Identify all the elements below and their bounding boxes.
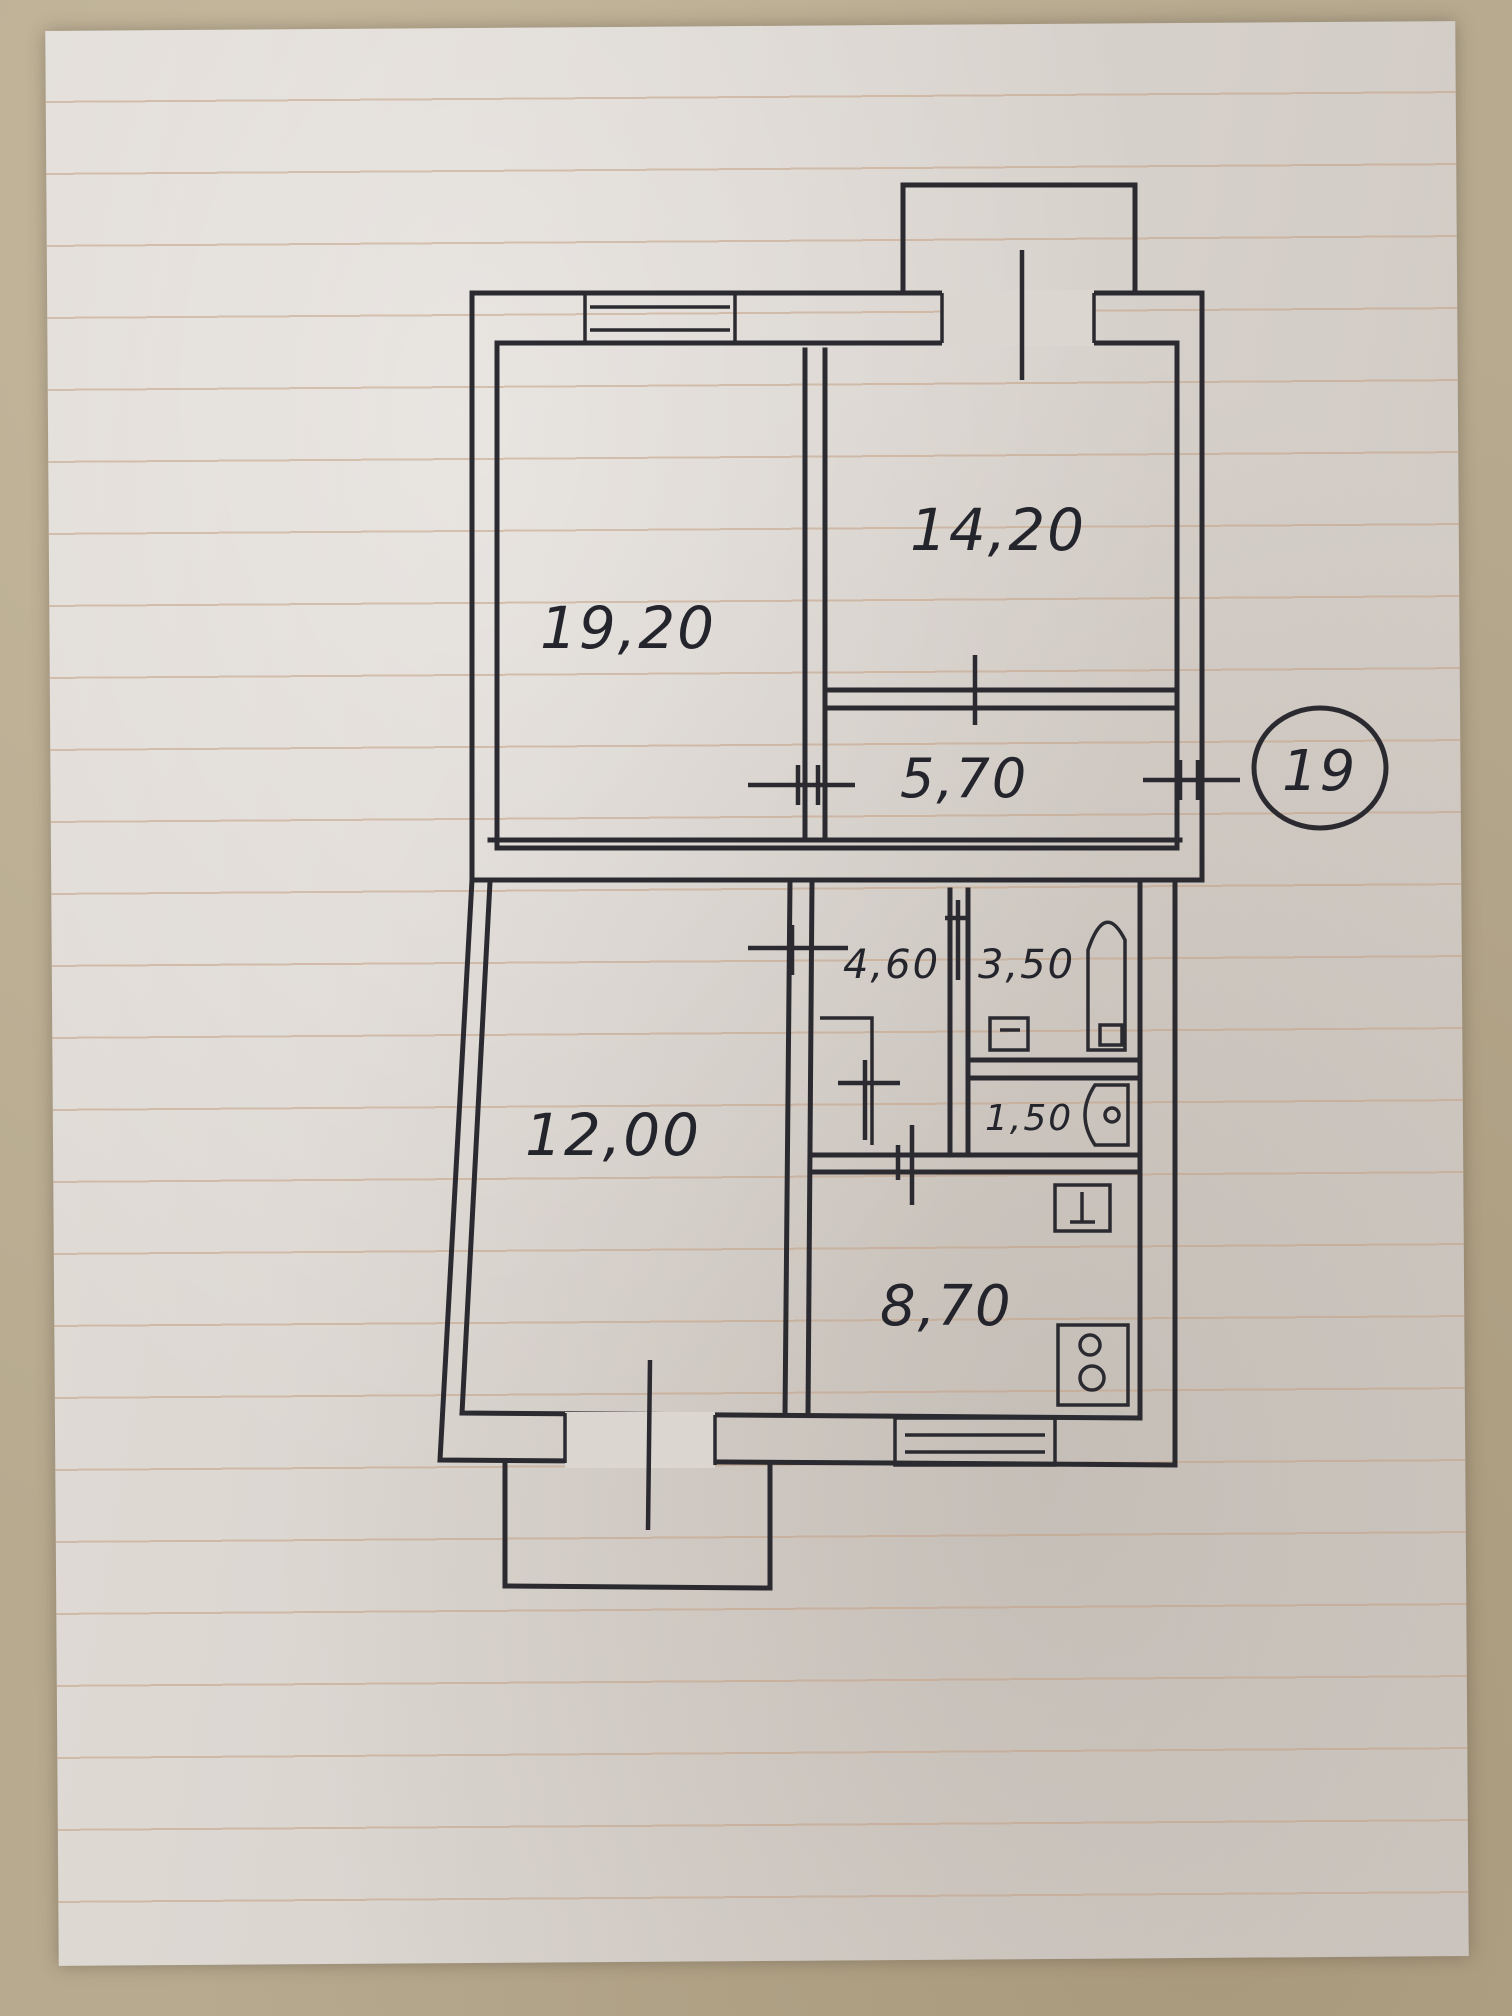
bottom-balcony — [502, 1462, 773, 1591]
corridor-area: 5,70 — [900, 747, 1028, 810]
toilet-area: 3,50 — [978, 942, 1075, 988]
kitchen-area: 8,70 — [880, 1274, 1013, 1339]
partition-a-b — [802, 347, 828, 843]
hall-area: 4,60 — [843, 942, 940, 988]
apartment-number: 19 — [1282, 739, 1357, 804]
top-balcony — [900, 182, 1138, 293]
middle-wall — [482, 837, 1183, 883]
lower-outer-walls — [437, 877, 1178, 1468]
bottom-window — [893, 1416, 1057, 1467]
partition-b-corridor — [825, 655, 1178, 725]
sanitary-walls — [945, 887, 1138, 1158]
toilet-fixture — [1086, 920, 1127, 1052]
balcony-door-bottom — [563, 1359, 717, 1531]
stove-fixture — [1056, 1323, 1130, 1407]
washbasin-fixture — [988, 1016, 1030, 1052]
upper-outer-walls — [469, 290, 1205, 883]
entrance-door — [1143, 760, 1240, 800]
door-a-corridor — [748, 765, 855, 805]
partition-hall-kitchen — [807, 1125, 1141, 1205]
partition-c-hall — [748, 879, 848, 1418]
apartment-number-marker — [1251, 705, 1389, 831]
balcony-door-top — [940, 250, 1096, 380]
kitchen-sink-fixture — [1053, 1183, 1112, 1233]
room-c-area: 12,00 — [525, 1101, 701, 1169]
room-a-area: 19,20 — [540, 594, 716, 662]
hall-closet — [820, 1016, 900, 1145]
top-window — [583, 291, 737, 345]
room-b-area: 14,20 — [910, 496, 1086, 564]
bathroom-area: 1,50 — [985, 1098, 1073, 1139]
bathtub-fixture — [1083, 1083, 1130, 1147]
